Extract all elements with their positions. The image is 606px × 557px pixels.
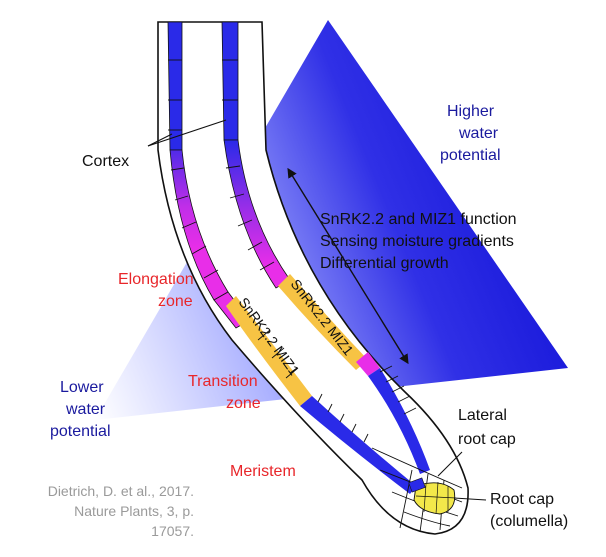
- higher-water-potential-label-3: potential: [440, 147, 501, 164]
- elongation-zone-label-1: Elongation: [118, 271, 194, 288]
- root-cap-pointer: [453, 497, 487, 501]
- root-cap-label-1: Root cap: [490, 491, 554, 508]
- stele-right-blue: [368, 368, 430, 474]
- cortex-left-blue: [167, 21, 183, 151]
- function-text-3: Differential growth: [320, 255, 449, 272]
- columella-cells: [415, 481, 457, 515]
- lateral-root-cap-label-2: root cap: [458, 431, 516, 448]
- cell-walls: [168, 59, 417, 443]
- higher-water-potential-label-1: Higher: [447, 103, 495, 120]
- function-text-2: Sensing moisture gradients: [320, 233, 514, 250]
- stele-left-blue: [300, 396, 416, 494]
- gene-expression-left: [226, 296, 312, 406]
- lower-water-potential-label-1: Lower: [60, 379, 104, 396]
- transition-zone-label-2: zone: [226, 395, 261, 412]
- root-cap-label-2: (columella): [490, 513, 568, 530]
- lower-water-potential-label-3: potential: [50, 423, 111, 440]
- cortex-pointer-lines: [147, 119, 227, 147]
- quiescent-center: [408, 477, 426, 493]
- citation-line-3: 17057.: [151, 523, 194, 539]
- cortex-label: Cortex: [82, 153, 129, 170]
- meristem-label: Meristem: [230, 463, 296, 480]
- function-text-1: SnRK2.2 and MIZ1 function: [320, 211, 517, 228]
- higher-water-potential-label-2: water: [458, 125, 499, 142]
- lower-water-potential-label-2: water: [65, 401, 106, 418]
- citation-line-1: Dietrich, D. et al., 2017.: [48, 483, 194, 499]
- citation-line-2: Nature Plants, 3, p.: [74, 503, 194, 519]
- cortex-right-blue: [221, 21, 239, 141]
- growth-direction-arrow: [287, 167, 409, 365]
- elongation-zone-label-2: zone: [158, 293, 193, 310]
- lateral-root-cap-pointer: [437, 451, 463, 477]
- lateral-root-cap-label-1: Lateral: [458, 407, 507, 424]
- transition-zone-label-1: Transition: [188, 373, 258, 390]
